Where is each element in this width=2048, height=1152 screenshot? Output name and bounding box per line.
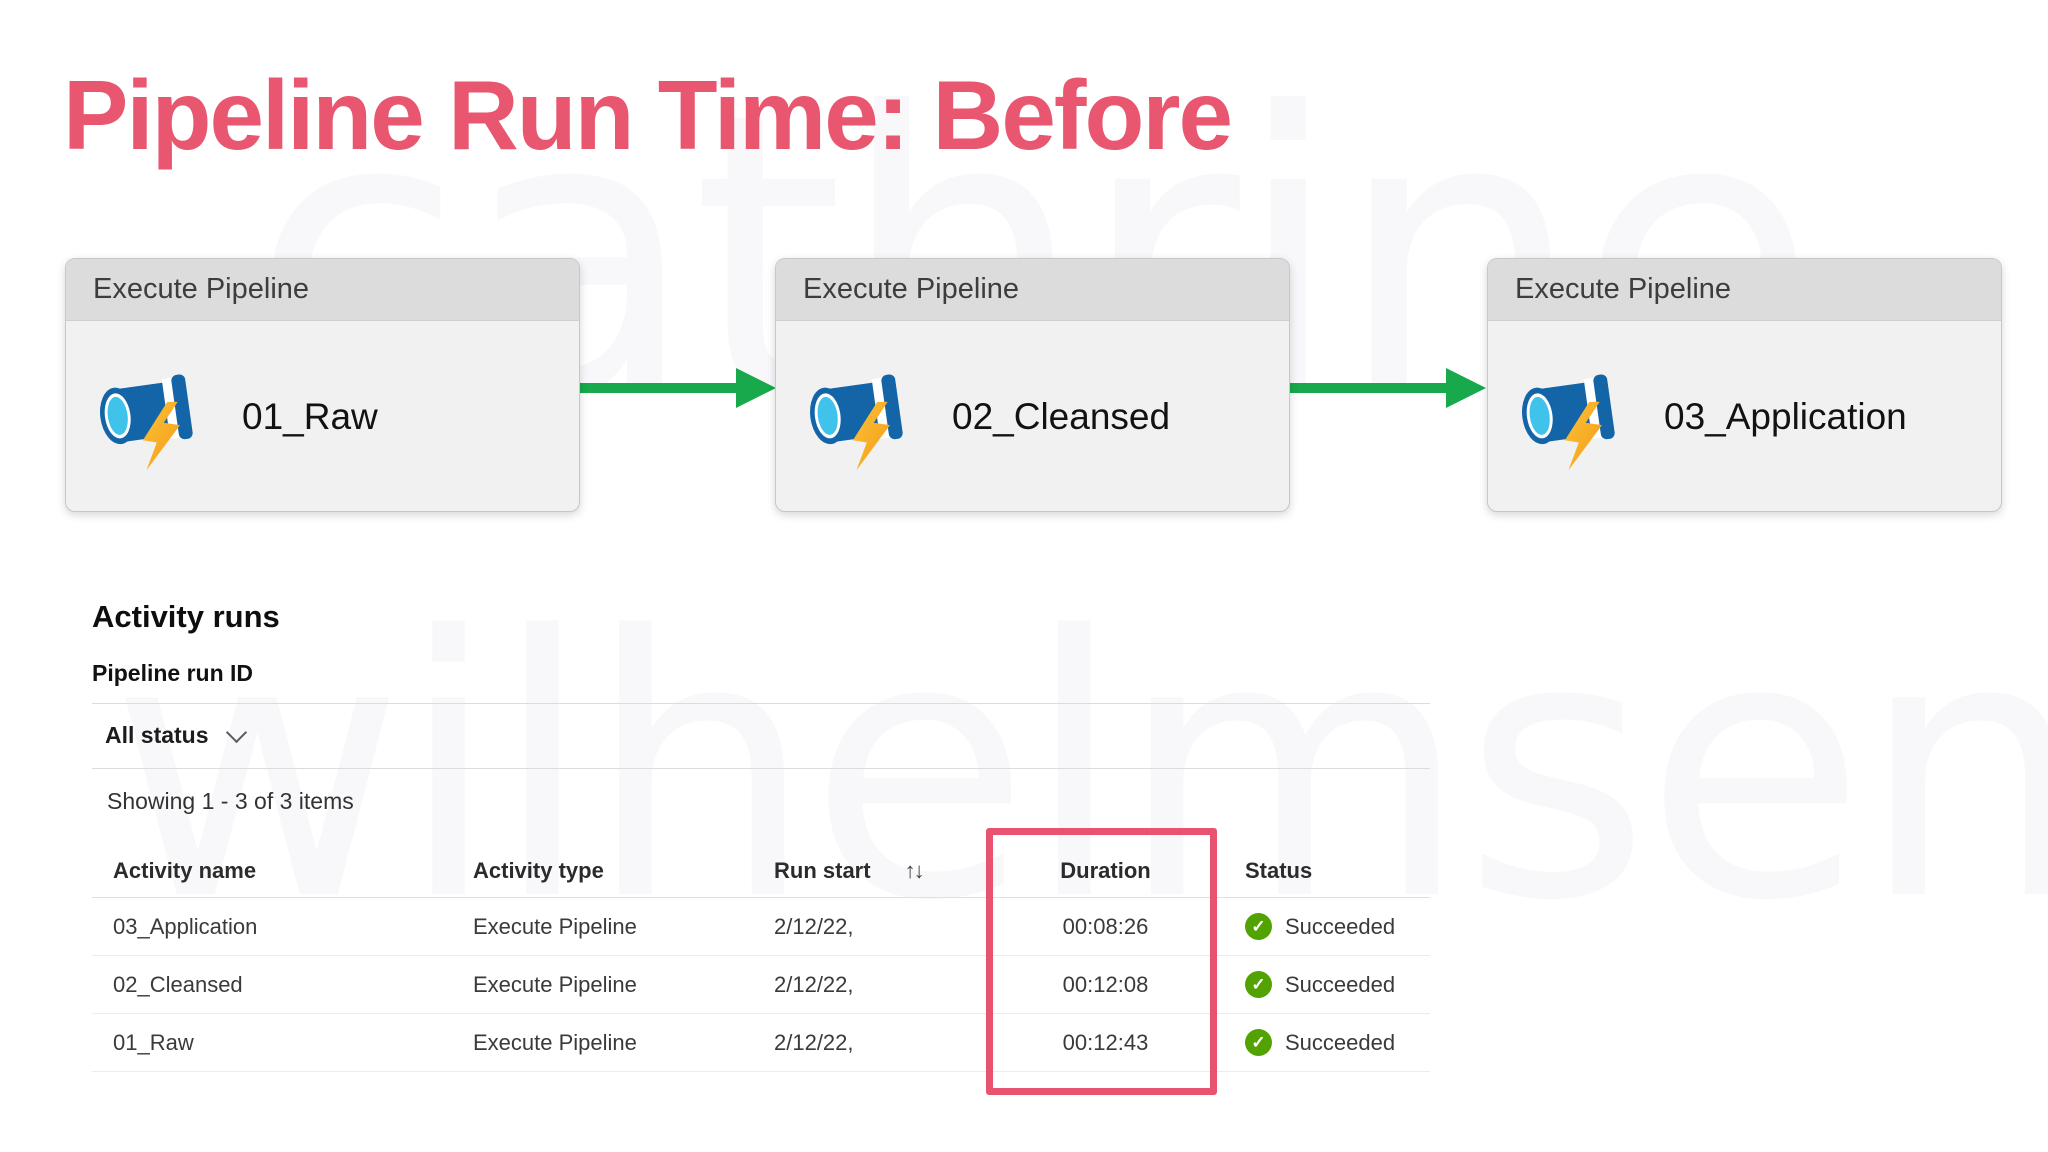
- pipeline-node-03-application[interactable]: Execute Pipeline 03_Application: [1487, 258, 2002, 512]
- cell-duration: 00:12:43: [1062, 1029, 1149, 1055]
- col-header-run-start: Run start ↑↓: [774, 858, 925, 883]
- execute-pipeline-icon: [805, 373, 904, 470]
- cell-activity-type: Execute Pipeline: [473, 1029, 637, 1055]
- sort-icon[interactable]: ↑↓: [904, 858, 925, 883]
- page-title: Pipeline Run Time: Before: [63, 60, 1233, 170]
- execute-pipeline-icon: [1517, 373, 1616, 470]
- succeeded-check-icon: ✓: [1245, 1029, 1272, 1056]
- chevron-down-icon: [225, 721, 247, 744]
- divider: [92, 703, 1430, 704]
- cell-run-start: 2/12/22,: [774, 971, 854, 997]
- status-filter-dropdown[interactable]: All status: [105, 721, 247, 749]
- table-row: 02_Cleansed Execute Pipeline 2/12/22, 00…: [92, 956, 1430, 1014]
- activity-runs-heading: Activity runs: [92, 599, 280, 634]
- cell-duration: 00:08:26: [1062, 913, 1149, 939]
- node-name: 02_Cleansed: [952, 395, 1171, 437]
- status-label: Succeeded: [1285, 913, 1396, 939]
- execute-pipeline-icon: [95, 373, 194, 470]
- cell-activity-name: 02_Cleansed: [113, 971, 243, 997]
- cell-duration: 00:12:08: [1062, 971, 1149, 997]
- cell-activity-type: Execute Pipeline: [473, 913, 637, 939]
- connector-arrow-icon: [1288, 368, 1486, 408]
- cell-activity-name: 03_Application: [113, 913, 258, 939]
- node-name: 01_Raw: [242, 395, 378, 437]
- cell-run-start: 2/12/22,: [774, 1029, 854, 1055]
- items-count-text: Showing 1 - 3 of 3 items: [107, 788, 354, 814]
- col-header-status: Status: [1245, 858, 1313, 883]
- cell-status: ✓ Succeeded: [1218, 913, 1430, 940]
- cell-activity-type: Execute Pipeline: [473, 971, 637, 997]
- status-label: Succeeded: [1285, 1029, 1396, 1055]
- col-header-activity-name: Activity name: [113, 858, 257, 883]
- duration-highlight-box: [986, 828, 1217, 1095]
- pipeline-node-01-raw[interactable]: Execute Pipeline 01_Raw: [65, 258, 580, 512]
- node-name: 03_Application: [1664, 395, 1907, 437]
- table-row: 01_Raw Execute Pipeline 2/12/22, 00:12:4…: [92, 1014, 1430, 1072]
- status-label: Succeeded: [1285, 971, 1396, 997]
- table-row: 03_Application Execute Pipeline 2/12/22,…: [92, 898, 1430, 956]
- node-header: Execute Pipeline: [1488, 259, 2001, 321]
- connector-arrow-icon: [578, 368, 776, 408]
- succeeded-check-icon: ✓: [1245, 971, 1272, 998]
- node-header: Execute Pipeline: [776, 259, 1289, 321]
- activity-runs-table: Activity name Activity type Run start ↑↓…: [92, 845, 1430, 1072]
- cell-run-start: 2/12/22,: [774, 913, 854, 939]
- cell-activity-name: 01_Raw: [113, 1029, 194, 1055]
- node-header: Execute Pipeline: [66, 259, 579, 321]
- cell-status: ✓ Succeeded: [1218, 1029, 1430, 1056]
- divider: [92, 768, 1430, 769]
- table-header-row: Activity name Activity type Run start ↑↓…: [92, 845, 1430, 898]
- col-header-duration: Duration: [1060, 858, 1151, 883]
- col-header-activity-type: Activity type: [473, 858, 604, 883]
- pipeline-run-id-label: Pipeline run ID: [92, 660, 254, 686]
- cell-status: ✓ Succeeded: [1218, 971, 1430, 998]
- status-filter-label: All status: [105, 722, 209, 748]
- pipeline-node-02-cleansed[interactable]: Execute Pipeline 02_Cleansed: [775, 258, 1290, 512]
- succeeded-check-icon: ✓: [1245, 913, 1272, 940]
